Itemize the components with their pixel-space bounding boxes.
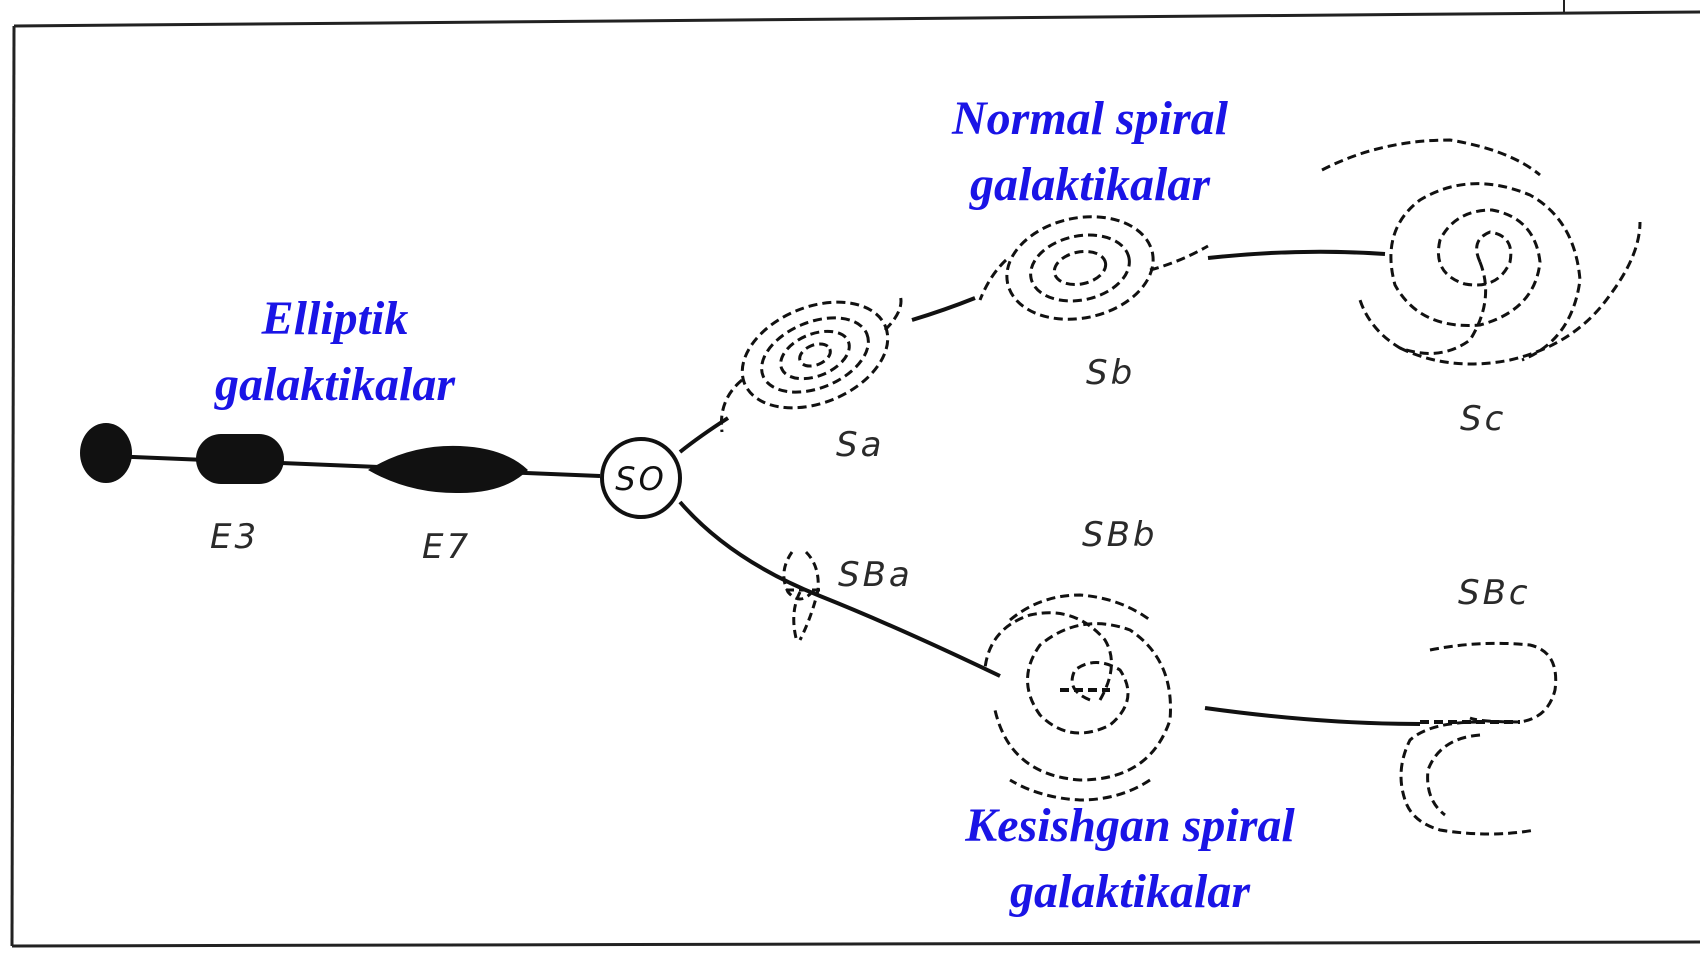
sb-galaxy (980, 204, 1208, 333)
barred-spiral-group-title: Kesishgan spiral galaktikalar (920, 793, 1340, 925)
barred-spiral-title-line2: galaktikalar (920, 859, 1340, 925)
normal-spiral-title-line1: Normal spiral (890, 86, 1290, 152)
sa-galaxy (721, 282, 903, 432)
label-e7: E7 (422, 527, 471, 567)
label-sb: Sb (1086, 353, 1135, 393)
label-e3: E3 (210, 517, 259, 557)
e3-galaxy (196, 434, 284, 484)
normal-spiral-group-title: Normal spiral galaktikalar (890, 86, 1290, 218)
label-sa: Sa (836, 425, 884, 465)
e0-galaxy (80, 423, 132, 483)
sbb-galaxy (985, 595, 1171, 800)
normal-spiral-title-line2: galaktikalar (890, 152, 1290, 218)
label-s0: SO (615, 460, 667, 498)
label-sbc: SBc (1458, 573, 1531, 613)
label-sbb: SBb (1082, 515, 1158, 555)
label-sba: SBa (838, 555, 913, 595)
e7-galaxy (368, 446, 528, 493)
elliptical-group-title: Elliptik galaktikalar (165, 286, 505, 418)
sbc-galaxy (1401, 643, 1556, 834)
label-sc: Sc (1460, 399, 1506, 439)
barred-spiral-title-line1: Kesishgan spiral (920, 793, 1340, 859)
elliptical-title-line2: galaktikalar (165, 352, 505, 418)
elliptical-title-line1: Elliptik (165, 286, 505, 352)
